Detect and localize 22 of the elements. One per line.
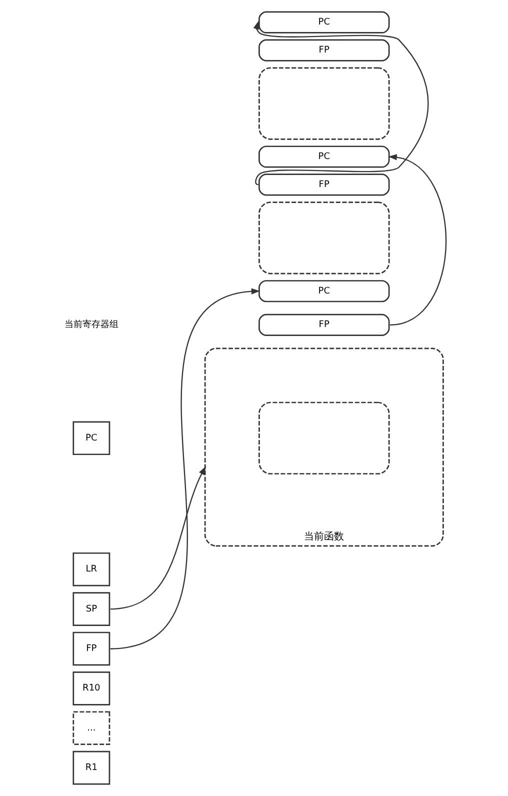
node-box: R10 — [72, 672, 110, 706]
node-box: ... — [72, 711, 110, 746]
label: 当前寄存器组 — [64, 320, 118, 330]
node-box: FP — [72, 632, 110, 666]
node-box: FP — [258, 174, 390, 196]
node-box — [258, 402, 390, 474]
arrow — [110, 288, 260, 650]
node-box: SP — [72, 592, 110, 626]
node-box: R1 — [72, 750, 110, 785]
node-box: PC — [72, 421, 110, 456]
arrow — [110, 466, 206, 610]
node-box: PC — [258, 11, 390, 34]
node-box — [258, 67, 390, 140]
node-box: PC — [258, 146, 390, 168]
arrow — [388, 154, 446, 326]
cluster: 当前函数 — [204, 348, 444, 547]
node-box: LR — [72, 552, 110, 586]
arrow — [253, 20, 429, 186]
node-box: PC — [258, 280, 390, 302]
node-box — [258, 202, 390, 274]
node-box: FP — [258, 314, 390, 336]
node-box: FP — [258, 39, 390, 62]
